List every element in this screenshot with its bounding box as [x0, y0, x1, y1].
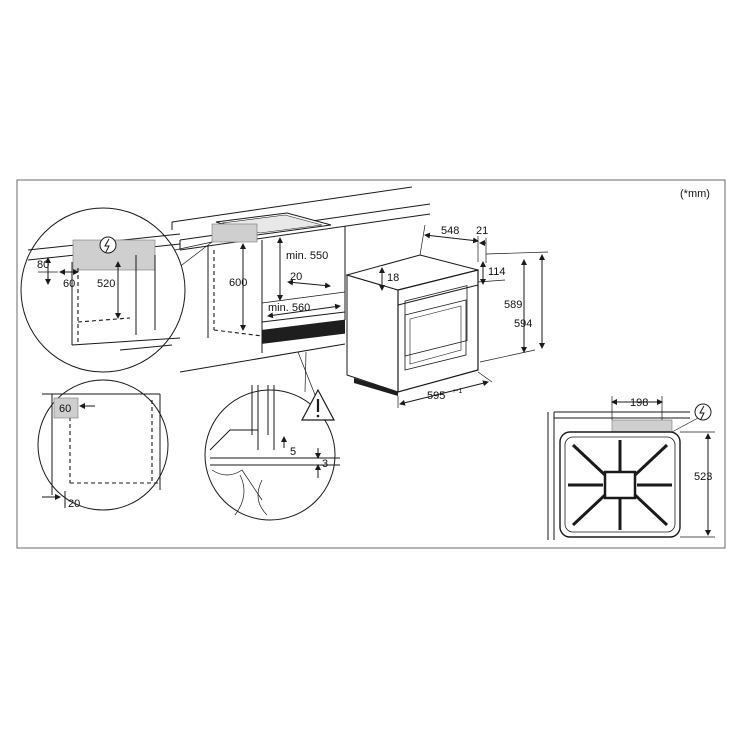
vent-cutout-highlight — [211, 223, 258, 243]
dim-21: 21 — [476, 225, 488, 237]
dim-60-bottom: 60 — [59, 403, 71, 415]
oven-view: 548 21 114 18 589 594 595 +-1 — [345, 224, 549, 408]
dim-594: 594 — [514, 318, 532, 330]
corner-highlight — [53, 397, 79, 419]
unit-note: (*mm) — [680, 188, 710, 200]
dim-3: 3 — [322, 458, 328, 470]
dim-20: 20 — [290, 271, 302, 283]
detail-circle-bottom-center: 5 3 — [204, 351, 340, 521]
dim-595-tolerance: +-1 — [452, 388, 462, 395]
hob-plan-view: 198 523 — [547, 396, 715, 540]
dim-600: 600 — [229, 277, 247, 289]
hob-connection-highlight — [611, 419, 673, 433]
dim-min-550: min. 550 — [286, 250, 328, 262]
dim-589: 589 — [504, 299, 522, 311]
electric-warning-icon-right — [694, 403, 712, 421]
dim-5: 5 — [290, 446, 296, 458]
dim-80: 80 — [37, 259, 49, 271]
dim-60-top: 60 — [63, 278, 75, 290]
electric-warning-icon — [99, 236, 117, 254]
dim-595: 595 — [427, 390, 445, 402]
dim-523: 523 — [694, 471, 712, 483]
detail-circle-top-left: 80 60 520 — [20, 207, 186, 373]
dim-114: 114 — [488, 266, 506, 278]
detail-circle-bottom-left: 60 20 — [37, 379, 169, 511]
dim-18: 18 — [387, 272, 399, 284]
dim-198: 198 — [630, 397, 648, 409]
diagram-frame — [16, 179, 726, 549]
dim-min-560: min. 560 — [268, 302, 310, 314]
dim-548: 548 — [441, 225, 459, 237]
dim-20-bottom: 20 — [68, 498, 80, 510]
countertop-cabinet-view: 600 min. 550 20 min. 560 — [171, 186, 431, 373]
dim-520: 520 — [97, 278, 115, 290]
